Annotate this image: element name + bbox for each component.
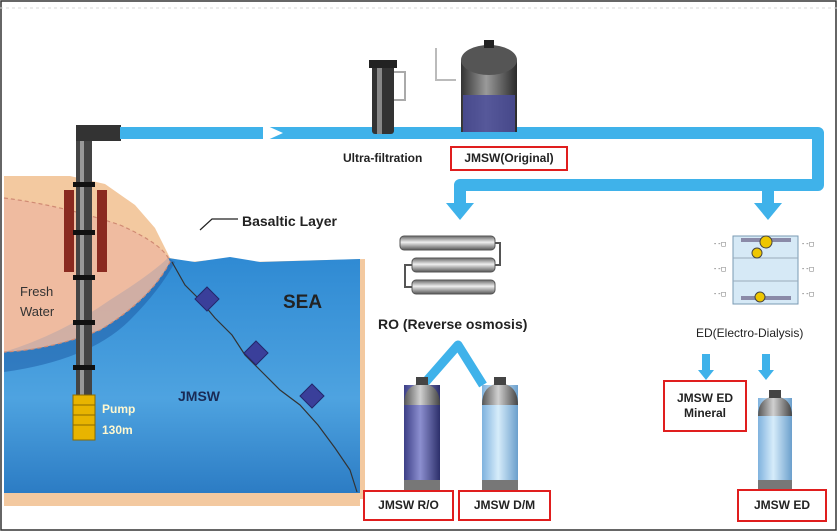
well-couplings (73, 182, 95, 370)
svg-text:--□: --□ (801, 265, 814, 273)
flow-arrow (263, 124, 283, 142)
ro-label: RO (Reverse osmosis) (378, 316, 528, 332)
pump-label-line1: Pump (102, 402, 136, 416)
tank-ed (758, 390, 792, 490)
jmsw-dm-callout: JMSW D/M (458, 490, 551, 521)
freshwater-boundary (3, 197, 171, 353)
svg-text:--□: --□ (713, 240, 726, 248)
well-elbow (76, 125, 121, 141)
fresh-water-label-line2: Water (20, 304, 55, 319)
ro-membrane (399, 235, 501, 295)
pump-rings (73, 404, 95, 426)
svg-text:--□: --□ (713, 290, 726, 298)
ed-label: ED(Electro-Dialysis) (696, 326, 804, 340)
svg-text:--□: --□ (801, 240, 814, 248)
tank-dm (482, 377, 518, 490)
main-pipe (120, 127, 824, 205)
ro-split-arrow (419, 340, 487, 388)
jmsw-original-callout: JMSW(Original) (450, 146, 568, 171)
tank-ro (404, 377, 440, 490)
jmsw-sea-label: JMSW (178, 388, 220, 404)
svg-text:--□: --□ (713, 265, 726, 273)
jmsw-ed-callout: JMSW ED (737, 489, 827, 522)
svg-text:--□: --□ (801, 290, 814, 298)
basaltic-layer-label: Basaltic Layer (242, 213, 337, 229)
jmsw-ed-mineral-line2: Mineral (683, 406, 726, 420)
jmsw-ed-mineral-callout: JMSW ED Mineral (663, 380, 747, 432)
basaltic-leader-line (199, 218, 238, 231)
pump-label-line2: 130m (102, 423, 133, 437)
jmsw-ed-mineral-line1: JMSW ED (676, 391, 733, 405)
flow-diamonds (194, 286, 325, 409)
fresh-water-label-line1: Fresh (20, 284, 54, 299)
ed-stack: --□ --□ --□ --□ --□ --□ (713, 235, 814, 305)
jmsw-ro-callout: JMSW R/O (363, 490, 454, 521)
ultra-filtration-unit (372, 64, 394, 134)
stake-1 (64, 190, 74, 272)
stake-2 (97, 190, 107, 272)
sea-label: SEA (283, 292, 323, 313)
arrow-to-ro (446, 203, 474, 220)
pump (72, 394, 96, 441)
sea-floor (4, 493, 360, 506)
arrow-to-ed (754, 203, 782, 220)
ultra-filtration-label: Ultra-filtration (343, 151, 423, 165)
